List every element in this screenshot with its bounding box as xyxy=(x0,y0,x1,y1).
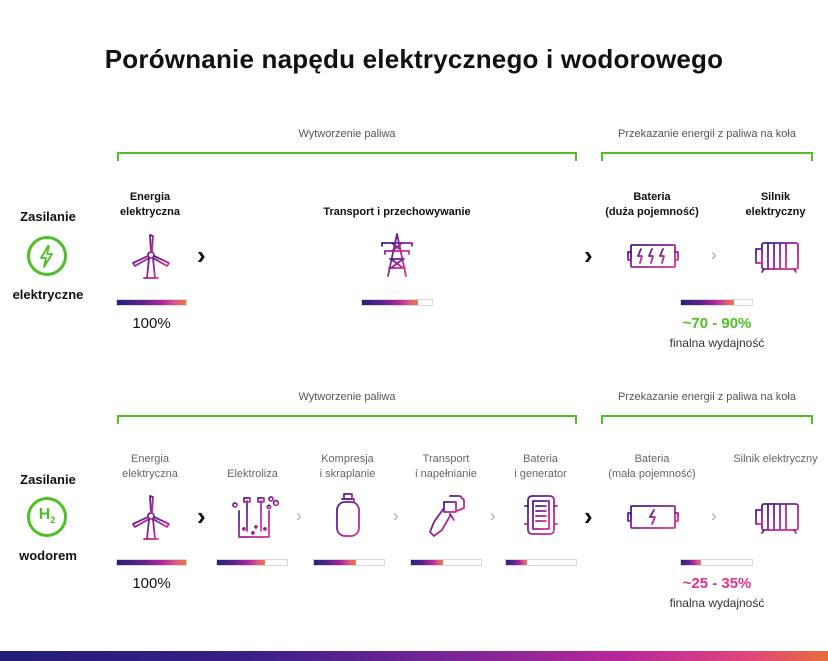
hydrogen-efficiency-value: ~25 - 35% xyxy=(682,575,752,592)
hydrogen-energy-pct: 100% xyxy=(132,575,171,592)
section-label-fuel-production: Wytworzenie paliwa xyxy=(298,391,396,403)
electric-energy-pct: 100% xyxy=(132,315,171,332)
hydrogen-battery-label-line1: Bateria xyxy=(634,453,670,465)
fuel-cell-icon xyxy=(524,492,558,543)
hydrogen-battery-bar xyxy=(680,559,753,566)
battery-icon xyxy=(627,240,681,277)
power-pylon-icon xyxy=(376,232,418,283)
gas-cylinder-icon xyxy=(333,492,363,545)
section-label-fuel-production: Wytworzenie paliwa xyxy=(298,128,396,140)
small-battery-icon xyxy=(627,501,681,538)
electric-energy-bar xyxy=(116,299,187,306)
chevron-right-icon: › xyxy=(197,501,206,531)
section-label-energy-transfer: Przekazanie energii z paliwa na koła xyxy=(618,391,796,403)
chevron-right-icon: › xyxy=(584,501,593,531)
h2-letter: H xyxy=(38,506,51,523)
electric-battery-label-line1: Bateria xyxy=(633,191,671,203)
electric-energy-label: Energia elektryczna xyxy=(120,191,180,218)
bracket-fuel-production xyxy=(117,152,577,161)
hydrogen-transport-label-line1: Transport xyxy=(422,453,470,465)
electric-row-label-bottom: elektryczne xyxy=(12,287,84,302)
hydrogen-electrolysis-label: Elektroliza xyxy=(227,468,278,480)
bracket-energy-transfer xyxy=(601,152,813,161)
bracket-energy-transfer xyxy=(601,415,813,424)
electric-motor-icon xyxy=(748,499,804,540)
hydrogen-compression-label-line2: i skraplanie xyxy=(319,468,376,480)
page-title: Porównanie napędu elektrycznego i wodoro… xyxy=(104,44,724,74)
chevron-right-icon: › xyxy=(393,506,399,525)
hydrogen-compression-bar xyxy=(313,559,385,566)
hydrogen-compression-label-line1: Kompresja xyxy=(321,453,374,465)
electric-transport-bar xyxy=(361,299,433,306)
hydrogen-energy-bar xyxy=(116,559,187,566)
hydrogen-battery-label-line2: (mała pojemność) xyxy=(608,468,696,480)
bracket-fuel-production xyxy=(117,415,577,424)
electric-efficiency-label: finalna wydajność xyxy=(669,336,765,350)
lightning-bolt-icon xyxy=(27,236,67,276)
section-label-energy-transfer: Przekazanie energii z paliwa na koła xyxy=(618,128,796,140)
bottom-gradient-strip xyxy=(0,651,828,661)
h2-subscript: 2 xyxy=(50,515,56,526)
wind-turbine-icon xyxy=(128,493,174,546)
electric-battery-bar xyxy=(680,299,753,306)
hydrogen-battery-gen-label-line1: Bateria xyxy=(523,453,558,465)
wind-turbine-icon xyxy=(128,232,174,285)
chevron-right-icon: › xyxy=(296,506,302,525)
hydrogen-electrolysis-bar xyxy=(216,559,288,566)
chevron-right-icon: › xyxy=(711,506,717,525)
electric-efficiency-value: ~70 - 90% xyxy=(682,315,752,332)
hydrogen-battery-gen-bar xyxy=(505,559,577,566)
chevron-right-icon: › xyxy=(711,245,717,264)
hydrogen-transport-label-line2: i napełnianie xyxy=(415,468,477,480)
hydrogen-h2-icon: H2 xyxy=(27,497,67,537)
electric-transport-label: Transport i przechowywanie xyxy=(323,206,471,218)
hydrogen-energy-label: Energia elektryczna xyxy=(122,453,178,480)
chevron-right-icon: › xyxy=(584,240,593,270)
electric-motor-icon xyxy=(748,238,804,279)
hydrogen-efficiency-label: finalna wydajność xyxy=(669,596,765,610)
chevron-right-icon: › xyxy=(197,240,206,270)
fuel-nozzle-icon xyxy=(424,492,468,543)
hydrogen-motor-label: Silnik elektryczny xyxy=(733,453,818,465)
electric-battery-label-line2: (duża pojemność) xyxy=(605,206,699,218)
electrolysis-icon xyxy=(231,493,281,546)
chevron-right-icon: › xyxy=(490,506,496,525)
hydrogen-row-label-top: Zasilanie xyxy=(20,472,76,487)
hydrogen-row-label-bottom: wodorem xyxy=(19,548,77,563)
electric-row-label-top: Zasilanie xyxy=(20,209,76,224)
hydrogen-transport-bar xyxy=(410,559,482,566)
hydrogen-battery-gen-label-line2: i generator xyxy=(514,468,567,480)
electric-motor-label: Silnik elektryczny xyxy=(745,191,806,218)
